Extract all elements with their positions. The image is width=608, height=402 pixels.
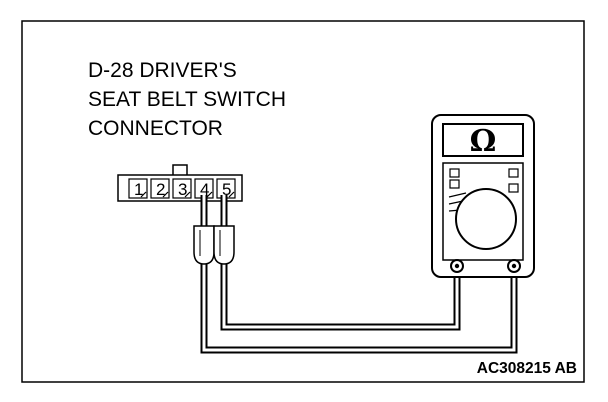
meter-terminal-ohm xyxy=(507,259,521,273)
caption-line-1: D-28 DRIVER'S xyxy=(88,59,237,82)
connector-pin: 2 xyxy=(150,178,170,199)
pin-label: 2 xyxy=(156,180,165,199)
meter-terminal-com xyxy=(450,259,464,273)
meter-button xyxy=(508,183,519,193)
seat-belt-switch-connector: 1 2 3 4 5 xyxy=(117,164,243,202)
diagram-frame xyxy=(21,20,585,383)
meter-button xyxy=(508,168,519,178)
pin-label: 1 xyxy=(134,180,143,199)
meter-display xyxy=(442,123,524,157)
connector-caption: D-28 DRIVER'S SEAT BELT SWITCH CONNECTOR xyxy=(88,59,286,140)
ohm-symbol: Ω xyxy=(470,124,497,159)
figure-code: AC308215 AB xyxy=(477,360,577,377)
meter-rotary-dial xyxy=(455,188,517,250)
test-lead-wire-pin5-core xyxy=(222,262,459,329)
ohmmeter-icon: Ω xyxy=(431,114,535,278)
pin-label: 5 xyxy=(222,180,231,199)
meter-button xyxy=(449,179,460,189)
test-probe-pin4 xyxy=(193,195,215,265)
test-lead-wire-pin5 xyxy=(220,262,461,331)
connector-pin: 3 xyxy=(172,178,192,199)
caption-line-3: CONNECTOR xyxy=(88,117,223,140)
connector-pin: 5 xyxy=(216,178,236,199)
test-probe-pin5 xyxy=(213,195,235,265)
test-lead-wire-pin4-core xyxy=(202,262,516,352)
meter-button xyxy=(449,168,460,178)
connector-pins: 1 2 3 4 5 xyxy=(128,178,236,199)
caption-line-2: SEAT BELT SWITCH xyxy=(88,88,286,111)
pin-label: 3 xyxy=(178,180,187,199)
connector-pin: 1 xyxy=(128,178,148,199)
pin-label: 4 xyxy=(200,180,209,199)
